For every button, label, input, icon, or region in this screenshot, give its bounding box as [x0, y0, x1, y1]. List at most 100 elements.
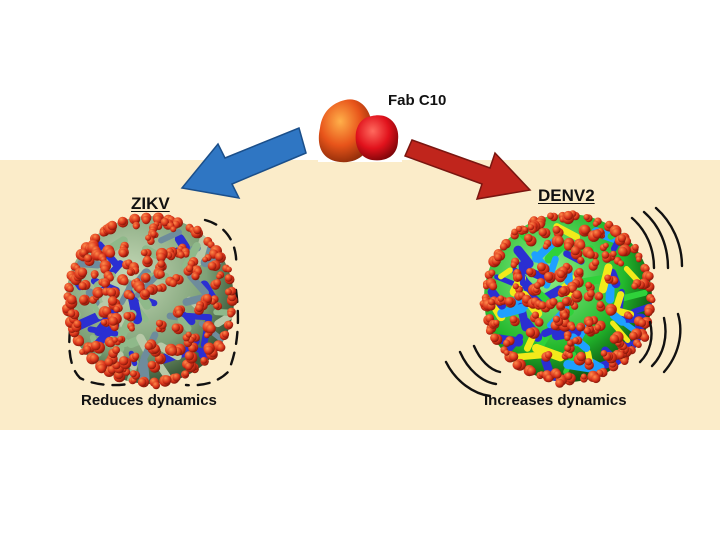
- surface-bead: [564, 242, 573, 251]
- surface-bead: [522, 226, 528, 233]
- surface-bead: [77, 267, 88, 278]
- surface-bead: [649, 296, 656, 304]
- surface-bead: [91, 340, 101, 351]
- surface-bead: [488, 269, 496, 277]
- surface-bead: [83, 254, 93, 263]
- surface-bead: [67, 309, 76, 318]
- surface-bead: [200, 356, 208, 364]
- surface-bead: [94, 289, 103, 298]
- surface-bead: [515, 225, 523, 233]
- surface-bead: [632, 243, 639, 251]
- surface-bead: [561, 312, 569, 319]
- envelope-protein-strand: [612, 291, 625, 312]
- surface-bead: [580, 373, 587, 380]
- envelope-protein-strand: [518, 261, 526, 287]
- surface-bead: [642, 265, 650, 273]
- surface-bead: [503, 339, 511, 347]
- surface-bead: [80, 248, 88, 257]
- surface-bead: [544, 351, 553, 359]
- surface-bead: [512, 360, 523, 370]
- surface-bead: [567, 340, 574, 347]
- envelope-protein-strand: [139, 356, 150, 383]
- surface-bead: [108, 316, 118, 326]
- surface-bead: [112, 337, 118, 343]
- denv2-virus-particle: [479, 210, 656, 388]
- surface-bead: [226, 321, 234, 329]
- surface-bead: [107, 220, 117, 231]
- surface-bead: [227, 310, 235, 318]
- surface-bead: [78, 281, 87, 291]
- zikv-virus-particle: [62, 212, 238, 390]
- surface-bead: [594, 324, 602, 331]
- surface-bead: [195, 304, 204, 312]
- surface-bead: [538, 228, 547, 237]
- surface-bead: [83, 345, 92, 354]
- surface-bead: [527, 224, 535, 231]
- surface-bead: [127, 292, 135, 300]
- surface-bead: [147, 360, 157, 370]
- surface-bead: [542, 243, 549, 250]
- surface-bead: [96, 363, 107, 374]
- surface-bead: [572, 337, 579, 344]
- fab-molecule-icon: [318, 99, 399, 163]
- surface-bead: [527, 366, 536, 376]
- surface-bead: [224, 288, 232, 296]
- surface-bead: [184, 351, 194, 361]
- surface-bead: [576, 324, 584, 332]
- surface-bead: [126, 269, 134, 276]
- surface-bead: [102, 306, 112, 316]
- surface-bead: [221, 330, 230, 338]
- surface-bead: [586, 250, 595, 259]
- dashed-outline-icon: [68, 218, 240, 387]
- surface-bead: [145, 234, 152, 241]
- surface-bead: [79, 295, 88, 305]
- surface-bead: [137, 377, 147, 387]
- surface-bead: [91, 272, 98, 279]
- surface-bead: [157, 260, 165, 268]
- denv2-caption: Increases dynamics: [484, 392, 627, 409]
- surface-bead: [185, 331, 192, 338]
- surface-bead: [580, 225, 590, 235]
- envelope-protein-strand: [498, 267, 513, 280]
- surface-bead: [107, 296, 118, 306]
- envelope-protein-strand: [497, 303, 527, 319]
- surface-bead: [567, 352, 573, 359]
- surface-bead: [131, 214, 140, 224]
- surface-bead: [489, 282, 498, 291]
- surface-bead: [531, 311, 540, 319]
- surface-bead: [156, 270, 165, 279]
- surface-bead: [635, 341, 642, 348]
- surface-bead: [563, 210, 573, 221]
- surface-bead: [591, 374, 601, 384]
- surface-bead: [225, 266, 232, 273]
- surface-bead: [182, 370, 189, 378]
- surface-bead: [207, 261, 217, 271]
- blue-arrow-icon: [180, 126, 307, 199]
- surface-bead: [206, 323, 216, 334]
- surface-bead: [73, 320, 82, 328]
- surface-bead: [132, 352, 140, 360]
- surface-bead: [604, 274, 611, 282]
- surface-bead: [79, 349, 86, 355]
- surface-bead: [170, 226, 177, 233]
- surface-bead: [536, 262, 546, 272]
- surface-bead: [555, 378, 565, 388]
- surface-bead: [123, 312, 132, 320]
- surface-bead: [584, 358, 593, 366]
- surface-bead: [213, 279, 222, 287]
- surface-bead: [509, 351, 519, 362]
- surface-bead: [107, 288, 117, 297]
- surface-bead: [75, 337, 85, 347]
- surface-bead: [167, 346, 178, 357]
- surface-bead: [570, 246, 580, 256]
- surface-bead: [535, 319, 543, 327]
- surface-bead: [515, 273, 523, 281]
- surface-bead: [117, 336, 124, 342]
- surface-bead: [564, 372, 573, 381]
- envelope-protein-strand: [544, 239, 568, 264]
- envelope-protein-strand: [181, 242, 201, 271]
- surface-bead: [552, 225, 561, 234]
- surface-bead: [538, 301, 547, 310]
- surface-bead: [533, 282, 541, 289]
